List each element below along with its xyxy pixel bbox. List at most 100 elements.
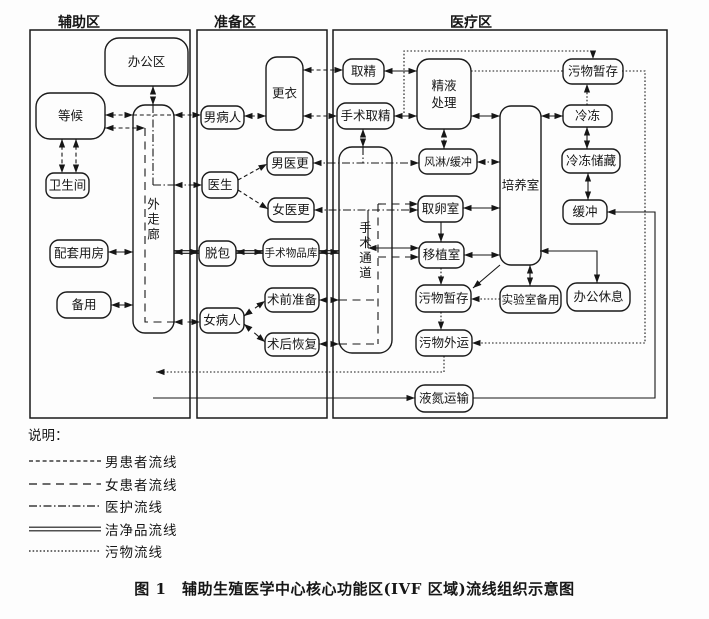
- svg-text:配套用房: 配套用房: [54, 246, 104, 261]
- svg-text:污物外运: 污物外运: [419, 335, 470, 350]
- legend-item-clean: 洁净品流线: [28, 518, 178, 541]
- flow-edge-solid: [540, 247, 601, 283]
- svg-text:处理: 处理: [431, 95, 457, 110]
- node-surgical-sperm: 手术取精: [336, 102, 395, 130]
- legend-label: 医护流线: [105, 500, 163, 517]
- svg-text:培养室: 培养室: [502, 178, 540, 193]
- legend-item-male: 男患者流线: [28, 450, 178, 473]
- node-buffer: 缓冲: [562, 199, 608, 225]
- node-office-area: 办公区: [104, 37, 189, 87]
- svg-text:精液: 精液: [431, 78, 457, 93]
- zone-header-auxiliary: 辅助区: [58, 14, 100, 31]
- legend-item-staff: 医护流线: [28, 495, 178, 518]
- flow-edge-solid: [473, 208, 656, 399]
- flow-edge-female: [144, 128, 174, 323]
- svg-text:取精: 取精: [351, 64, 376, 79]
- legend-item-waste: 污物流线: [28, 540, 178, 563]
- node-waste-removal: 污物外运: [415, 329, 473, 357]
- svg-text:备用: 备用: [71, 297, 96, 312]
- svg-text:办公休息: 办公休息: [573, 289, 623, 304]
- flow-edge-male: [237, 189, 269, 210]
- zone-preparation: [196, 29, 328, 419]
- svg-text:外: 外: [147, 197, 160, 212]
- svg-text:手术取精: 手术取精: [340, 108, 390, 123]
- legend-item-female: 女患者流线: [28, 473, 178, 496]
- svg-text:污物暂存: 污物暂存: [418, 291, 468, 306]
- svg-text:卫生间: 卫生间: [49, 178, 87, 193]
- node-culture-room: 培养室: [499, 105, 542, 266]
- node-freezing: 冷冻: [562, 104, 613, 128]
- node-office-rest: 办公休息: [566, 282, 631, 312]
- svg-text:术前准备: 术前准备: [267, 292, 318, 307]
- node-waste-storage-lower: 污物暂存: [415, 284, 472, 313]
- zone-header-medical: 医疗区: [450, 14, 492, 31]
- legend-title: 说明：: [28, 428, 69, 444]
- svg-text:男病人: 男病人: [204, 110, 242, 125]
- svg-text:更衣: 更衣: [272, 86, 298, 101]
- flow-edge-solid: [472, 264, 501, 289]
- node-changing: 更衣: [265, 56, 304, 131]
- svg-text:走: 走: [147, 212, 160, 227]
- svg-text:手术物品库: 手术物品库: [265, 247, 318, 260]
- svg-text:冷冻储藏: 冷冻储藏: [566, 153, 617, 168]
- svg-text:缓冲: 缓冲: [572, 204, 597, 219]
- node-outer-corridor: 外走廊: [132, 104, 175, 334]
- svg-text:术后恢复: 术后恢复: [267, 337, 318, 352]
- node-support-rooms: 配套用房: [49, 239, 109, 268]
- node-female-patient: 女病人: [199, 307, 245, 334]
- svg-text:等候: 等候: [58, 108, 84, 123]
- flow-edge-male: [237, 163, 268, 181]
- node-frozen-storage: 冷冻储藏: [561, 148, 621, 174]
- legend-line-male: [29, 460, 101, 462]
- legend-label: 污物流线: [105, 545, 163, 562]
- node-doctor: 医生: [201, 171, 239, 199]
- svg-text:手: 手: [359, 220, 372, 235]
- svg-text:女病人: 女病人: [203, 313, 241, 328]
- node-ln2-transport: 液氮运输: [414, 384, 474, 413]
- svg-text:冷冻: 冷冻: [575, 108, 600, 123]
- svg-text:取卵室: 取卵室: [422, 201, 460, 216]
- node-male-patient: 男病人: [200, 105, 245, 130]
- flow-edge-female: [243, 323, 266, 343]
- node-spare: 备用: [56, 291, 112, 319]
- figure-caption: 图 1 辅助生殖医学中心核心功能区(IVF 区域)流线组织示意图: [134, 580, 575, 598]
- node-female-doctor-change: 女医更: [267, 197, 315, 223]
- node-waiting: 等候: [35, 92, 106, 140]
- svg-text:廊: 廊: [147, 227, 160, 242]
- flow-edge-clean: [174, 248, 199, 256]
- node-air-shower-buffer: 风淋/缓冲: [418, 148, 478, 175]
- legend-line-clean: [29, 526, 101, 532]
- svg-text:女医更: 女医更: [272, 202, 310, 217]
- node-waste-storage-upper: 污物暂存: [562, 58, 624, 85]
- svg-text:移植室: 移植室: [423, 247, 461, 262]
- flow-edge-waste: [156, 356, 445, 376]
- flow-edge-clean: [236, 248, 263, 256]
- flow-edge-waste: [472, 70, 646, 347]
- svg-text:男医更: 男医更: [271, 156, 309, 171]
- svg-text:风淋/缓冲: 风淋/缓冲: [424, 155, 472, 169]
- legend-line-staff: [29, 505, 101, 507]
- flow-edge-female: [243, 300, 266, 317]
- legend: 说明： 男患者流线女患者流线医护流线洁净品流线污物流线: [28, 424, 178, 563]
- node-restroom: 卫生间: [45, 172, 90, 199]
- legend-label: 男患者流线: [105, 455, 178, 472]
- node-sperm-collection: 取精: [342, 58, 385, 85]
- node-unpacking: 脱包: [198, 240, 237, 267]
- svg-text:污物暂存: 污物暂存: [568, 64, 618, 79]
- legend-line-female: [29, 483, 101, 485]
- flow-diagram: 辅助区准备区医疗区办公区等候卫生间外走廊配套用房备用男病人更衣医生男医更女医更脱…: [29, 14, 668, 419]
- node-transfer-room: 移植室: [418, 241, 465, 269]
- legend-label: 洁净品流线: [105, 522, 178, 539]
- node-postop-recovery: 术后恢复: [264, 332, 320, 357]
- svg-text:脱包: 脱包: [205, 246, 230, 261]
- svg-text:医生: 医生: [207, 177, 232, 192]
- node-surgical-supplies: 手术物品库: [262, 238, 320, 267]
- node-male-doctor-change: 男医更: [266, 151, 314, 176]
- zone-medical: [332, 29, 668, 419]
- svg-text:实验室备用: 实验室备用: [502, 293, 560, 307]
- legend-rows: 男患者流线女患者流线医护流线洁净品流线污物流线: [28, 450, 178, 563]
- legend-label: 女患者流线: [105, 477, 178, 494]
